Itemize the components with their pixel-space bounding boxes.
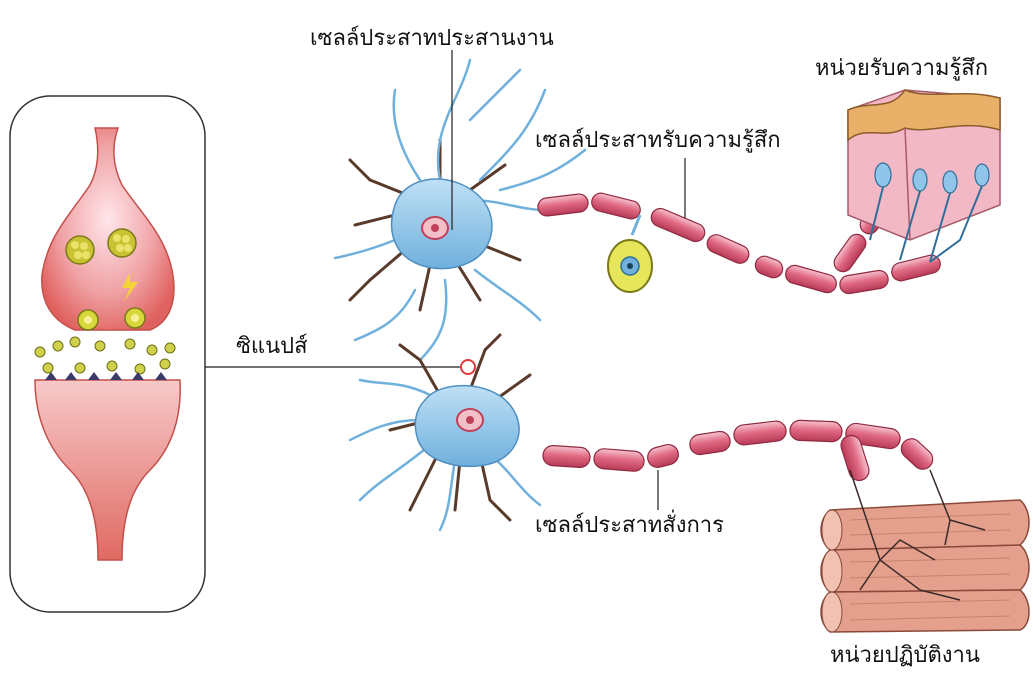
myelin-segment	[542, 445, 590, 468]
sensory-nucleolus	[627, 263, 633, 269]
myelin-segment	[704, 232, 751, 266]
label-receptor: หน่วยรับความรู้สึก	[815, 58, 988, 80]
motor-axon	[542, 420, 936, 483]
myelin-segment	[784, 263, 839, 294]
receptor-skin-block	[848, 90, 1000, 262]
myelin-segment	[733, 420, 787, 446]
vesicle-cluster-left	[66, 236, 94, 264]
label-synapse: ซิแนปส์	[236, 336, 308, 358]
myelin-segment	[537, 193, 589, 217]
myelin-segment	[831, 231, 870, 275]
myelin-segment	[753, 254, 785, 281]
myelin-segment	[590, 191, 642, 220]
label-interneuron: เซลล์ประสาทประสานงาน	[310, 28, 554, 50]
label-sensory-neuron: เซลล์ประสาทรับความรู้สึก	[535, 130, 781, 152]
myelin-segment	[593, 448, 645, 472]
label-effector: หน่วยปฏิบัติงาน	[830, 645, 980, 667]
myelin-segment	[839, 269, 890, 295]
synapse-point-marker	[461, 360, 475, 374]
motor-nucleolus	[466, 416, 474, 424]
myelin-segment	[790, 420, 843, 442]
vesicle-cluster-right	[108, 229, 136, 257]
myelin-segment	[689, 430, 732, 456]
interneuron-nucleolus	[431, 224, 439, 232]
label-motor-neuron: เซลล์ประสาทสั่งการ	[535, 515, 724, 537]
myelin-segment	[645, 442, 680, 469]
myelin-segment	[897, 435, 937, 474]
synapse-inset	[10, 96, 205, 612]
myelin-segment	[648, 206, 707, 245]
effector-muscle	[821, 470, 1029, 632]
